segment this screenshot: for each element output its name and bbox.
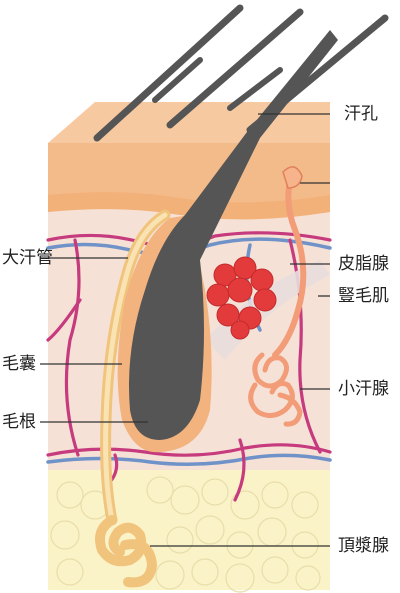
- label-eccrine-gland: 小汗腺: [338, 379, 389, 399]
- fat-cells: [50, 476, 321, 593]
- eccrine-duct: [272, 177, 307, 358]
- sebaceous-gland: [206, 256, 277, 340]
- label-hair-root: 毛根: [2, 412, 36, 432]
- label-hair-follicle: 毛囊: [2, 354, 36, 374]
- hair-shaft: [129, 30, 338, 440]
- label-sweat-pore: 汗孔: [344, 104, 378, 124]
- surface-hairs: [93, 4, 389, 142]
- label-sebaceous-gland: 皮脂腺: [338, 254, 389, 274]
- eccrine-gland-coils: [248, 352, 303, 427]
- leader-lines: [40, 113, 330, 547]
- label-arrector-pili: 豎毛肌: [338, 286, 389, 306]
- eccrine-pore: [282, 166, 303, 189]
- apocrine-gland-coils: [95, 515, 158, 588]
- label-apocrine-gland: 頂漿腺: [338, 536, 389, 556]
- label-large-sweat-duct: 大汗管: [2, 248, 53, 268]
